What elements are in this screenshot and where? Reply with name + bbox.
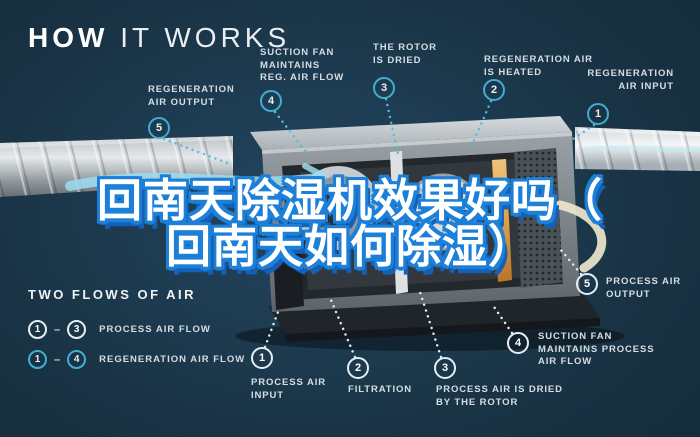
callout-process-air-dried: PROCESS AIR IS DRIED BY THE ROTOR (436, 384, 563, 408)
legend-dash: – (54, 353, 61, 366)
callout-regen-air-input: REGENERATION AIR INPUT (587, 68, 674, 92)
legend-process-air-flow: 1 – 3 PROCESS AIR FLOW (28, 320, 211, 339)
legend-regen-label: REGENERATION AIR FLOW (99, 354, 246, 365)
process-leader-lines (263, 248, 583, 359)
mesh-grille (514, 148, 563, 288)
legend-dash: – (54, 323, 61, 336)
internal-flow-arrow (342, 196, 455, 208)
regen-leader-lines (162, 97, 596, 166)
chinese-headline: 回南天除湿机效果好吗（ 回南天如何除湿） (0, 178, 700, 270)
callout-rotor-is-dried: THE ROTOR IS DRIED (373, 42, 437, 66)
process-outlet-flow-arrow (555, 200, 607, 273)
rotor (404, 173, 482, 251)
air-flow-arrows (65, 145, 700, 273)
process-inlet-flow-arrow (65, 172, 323, 191)
legend-process-label: PROCESS AIR FLOW (99, 324, 211, 335)
front-opening (272, 228, 304, 310)
callout-suction-fan-regen: SUCTION FAN MAINTAINS REG. AIR FLOW (260, 47, 345, 84)
legend-process-from-badge: 1 (28, 320, 47, 339)
step-badge-process-4: 4 (507, 332, 529, 354)
machine-body (250, 116, 580, 312)
heater-element (492, 159, 512, 282)
step-badge-process-1: 1 (251, 347, 273, 369)
fan-housing (296, 166, 380, 250)
callout-regeneration-air-output: REGENERATION AIR OUTPUT (148, 84, 235, 108)
step-badge-process-2: 2 (347, 357, 369, 379)
legend-process-to-badge: 3 (67, 320, 87, 339)
step-badge-regen-5: 5 (148, 117, 170, 139)
divider-panel (390, 151, 408, 294)
legend-regen-from-badge: 1 (28, 350, 47, 369)
regen-duct-flow-arrow (582, 145, 700, 153)
machine-top-face (250, 116, 572, 150)
title-bold: HOW (28, 22, 109, 53)
step-badge-process-5: 5 (576, 273, 598, 295)
chinese-headline-line1: 回南天除湿机效果好吗（ (96, 175, 603, 226)
legend-title: TWO FLOWS OF AIR (28, 287, 197, 302)
callout-process-air-input: PROCESS AIR INPUT (251, 377, 327, 401)
chinese-headline-line2: 回南天如何除湿） (165, 220, 534, 272)
step-badge-regen-3: 3 (373, 77, 395, 99)
callout-process-air-output: PROCESS AIR OUTPUT (606, 276, 682, 300)
legend-regen-to-badge: 4 (67, 350, 87, 369)
step-badge-regen-1: 1 (587, 103, 609, 125)
step-badge-regen-4: 4 (260, 90, 282, 112)
callout-regen-air-heated: REGENERATION AIR IS HEATED (484, 54, 593, 78)
callout-filtration: FILTRATION (348, 384, 413, 395)
step-badge-regen-2: 2 (483, 79, 505, 101)
legend-regeneration-air-flow: 1 – 4 REGENERATION AIR FLOW (28, 350, 245, 369)
title-light: IT WORKS (120, 22, 291, 53)
page-title: HOW IT WORKS (28, 22, 290, 54)
callout-suction-fan-process: SUCTION FAN MAINTAINS PROCESS AIR FLOW (538, 331, 655, 368)
step-badge-process-3: 3 (434, 357, 456, 379)
